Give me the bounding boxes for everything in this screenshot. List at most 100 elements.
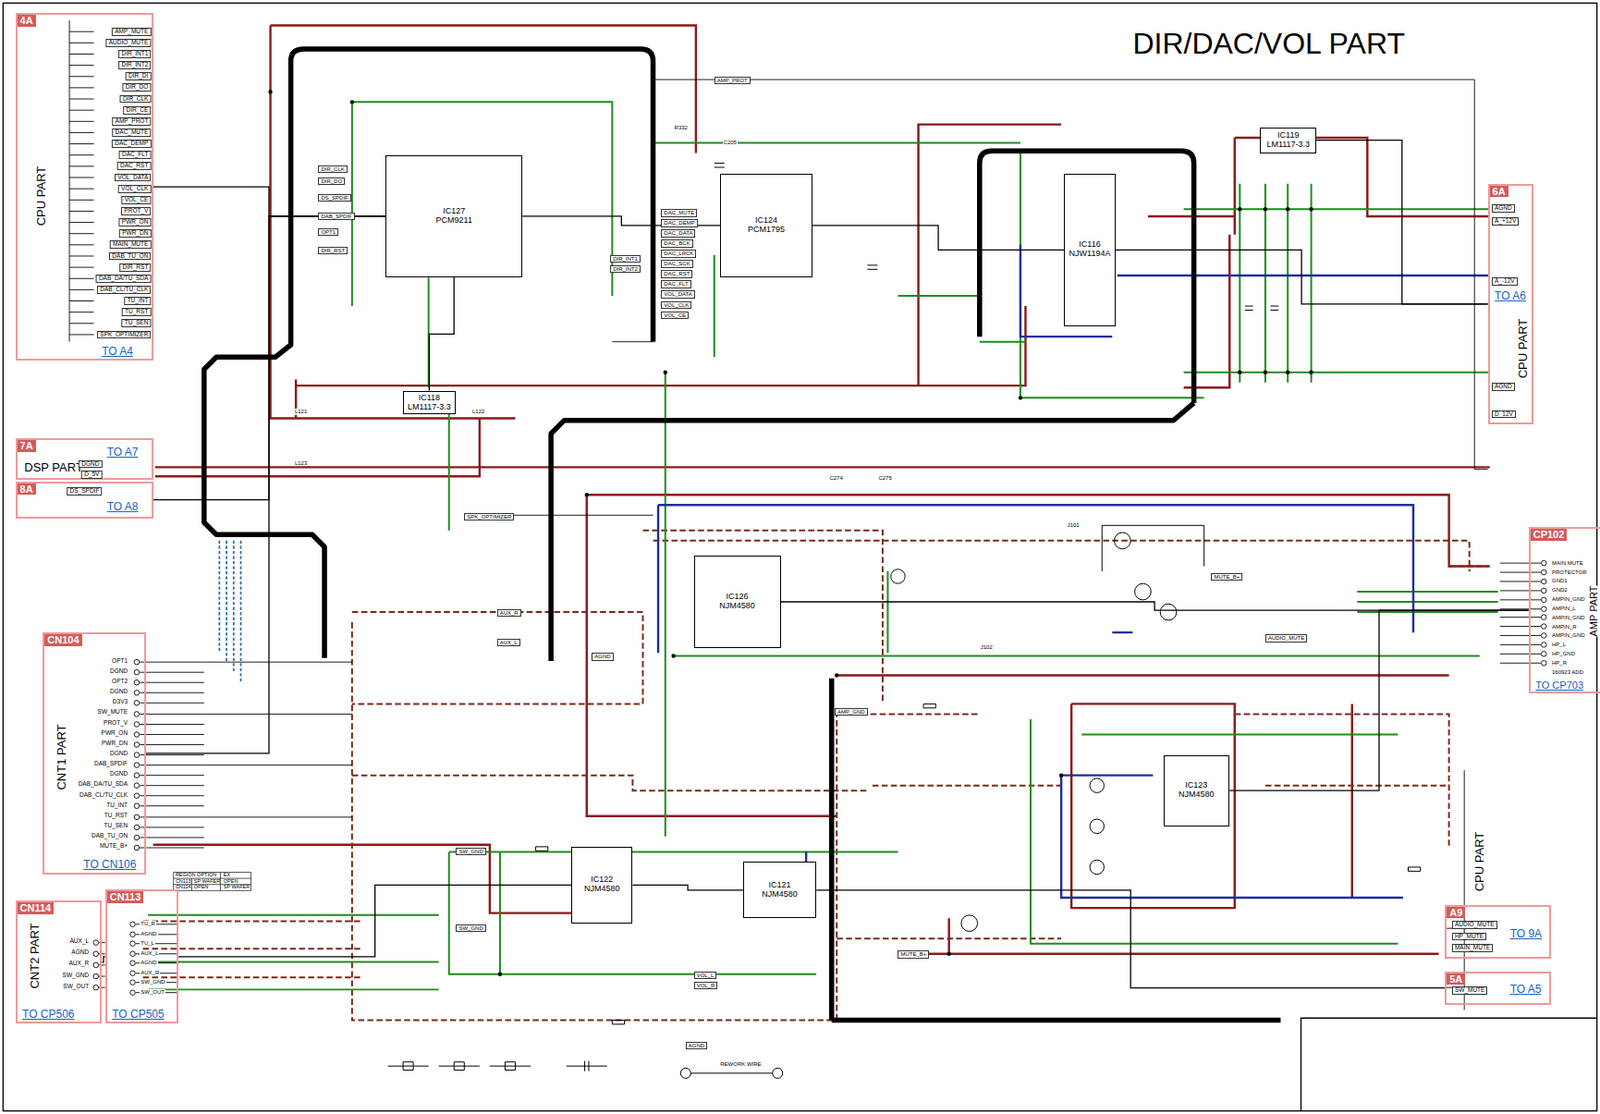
signal-name: AUX_L: [139, 950, 159, 956]
signal-name: HP_GND: [1551, 650, 1576, 657]
wire-connector: [781, 601, 1529, 611]
signal-tag: SW_GND: [455, 847, 486, 855]
table-cell: REGION OPTION: [175, 872, 217, 879]
part-tag: CN113: [107, 891, 145, 904]
signal-tag: TU_SEN: [122, 318, 152, 328]
ic-chip: IC118LM1117-3.3: [403, 390, 456, 416]
wire-connector: [632, 884, 743, 891]
signal-tag: SW_GND: [455, 924, 486, 932]
ic-part-number: NJM4580: [719, 601, 756, 611]
signal-name: AMPIN_L: [1551, 605, 1577, 611]
ic-reference: IC127: [442, 207, 465, 217]
signal-name: SW_GND: [139, 978, 166, 985]
ic-reference: IC116: [1078, 240, 1100, 250]
signal-name: AUX_L: [69, 938, 91, 945]
signal-name: PROTECTOR: [1551, 569, 1588, 575]
link-text: TO CP505: [111, 1008, 164, 1021]
ic-part-number: LM1117-3.3: [1266, 140, 1310, 150]
signal-name: OPT2: [110, 678, 129, 685]
signal-name: AMPIN_GND: [1551, 596, 1587, 602]
signal-tag: AMP_GND: [834, 708, 868, 716]
signal-name: TU_L: [139, 940, 156, 946]
wire-connector: [1115, 249, 1489, 305]
wire-connector: [812, 225, 1065, 250]
signal-tag: DIR_DO: [317, 177, 345, 185]
signal-name: L123: [293, 460, 308, 466]
table-cell: OPEN: [223, 879, 239, 885]
ic-reference: IC121: [768, 880, 791, 891]
ground-plane-outline: [204, 48, 1282, 1021]
signal-name: TU_R: [139, 920, 157, 927]
signal-tag: DIR_RST: [317, 246, 348, 255]
power-wire: [153, 25, 1491, 954]
signal-tag: VOL_L: [694, 971, 718, 979]
table-cell: SP WAFER: [223, 884, 250, 891]
signal-name: TU_SEN: [102, 822, 129, 830]
ic-part-number: PCM9211: [436, 216, 473, 226]
diagram-title: DIR/DAC/VOL PART: [1132, 27, 1405, 61]
signal-tag: D_12V: [1491, 410, 1516, 419]
signal-tag: TU_INT: [124, 296, 152, 306]
ic-chip: IC126NJM4580: [694, 555, 782, 648]
signal-tag: AUDIO_MUTE: [1452, 920, 1498, 929]
signal-tag: AGND: [591, 652, 613, 660]
ic-chip: IC123NJM4580: [1163, 755, 1231, 827]
link-text: TO CP506: [22, 1008, 74, 1021]
signal-tag: AGND: [1491, 382, 1515, 391]
wire-connector: [146, 216, 387, 754]
signal-tag: DAC_RST: [660, 269, 693, 278]
link-text: TO A5: [1510, 983, 1542, 996]
signal-name: PWR_DN: [100, 740, 129, 747]
signal-name: DAB_TU_ON: [90, 832, 129, 840]
signal-name: AGND: [70, 949, 90, 956]
signal-tag: DAB_DA/TU_SDA: [96, 274, 151, 283]
signal-tag: A_-12V: [1491, 277, 1518, 286]
part-tag: CP102: [1530, 528, 1568, 541]
signal-name: C205: [722, 139, 738, 146]
table-cell: CN113: [175, 879, 192, 885]
ic-reference: IC122: [590, 875, 613, 885]
table-cell: EX: [223, 872, 231, 879]
signal-tag: SW_MUTE: [1452, 986, 1489, 995]
signal-tag: DAB_TU_ON: [109, 252, 151, 261]
signal-tag: DAC_BCK: [660, 239, 693, 247]
ic-part-number: NJW1194A: [1069, 249, 1112, 259]
part-tag: CN104: [44, 634, 82, 647]
signal-tag: TU_RST: [122, 307, 151, 317]
signal-tag: DAC_MUTE: [660, 208, 697, 217]
signal-tag: DAC_DEMP: [111, 139, 151, 148]
ic-chip: IC124PCM1795: [720, 173, 812, 279]
ic-reference: IC118: [418, 393, 440, 404]
signal-name: L122: [471, 408, 486, 415]
signal-name: AGND: [139, 930, 158, 937]
signal-tag: DAC_LRCK: [660, 249, 697, 257]
signal-name: DGND: [109, 750, 129, 758]
signal-name: AUX_R: [139, 969, 160, 976]
signal-name: AMPIN_GND: [1551, 632, 1587, 638]
signal-name: MAIN MUTE: [1551, 560, 1585, 566]
ic-chip: IC119LM1117-3.3: [1259, 127, 1317, 154]
signal-tag: DAC_MUTE: [112, 128, 152, 137]
signal-name: GND2: [1551, 586, 1569, 593]
signal-tag: AUX_R: [497, 609, 522, 617]
part-tag: 7A: [17, 439, 37, 452]
signal-name: D3V3: [111, 698, 129, 706]
signal-name: HP_L: [1551, 641, 1567, 648]
signal-name: TU_INT: [105, 802, 129, 809]
signal-tag: AMP_PROT: [112, 117, 152, 126]
signal-name: DAB_DA/TU_SDA: [77, 781, 129, 788]
region-table-grid: [173, 871, 252, 891]
signal-name: AGND: [139, 959, 158, 965]
signal-tag: MAIN_MUTE: [1452, 943, 1493, 953]
signal-tag: PWR_ON: [119, 218, 152, 227]
signal-tag: DS_SPDIF: [317, 194, 351, 202]
signal-tag: MAIN_MUTE: [109, 240, 151, 249]
ic-reference: IC126: [726, 592, 749, 602]
signal-name: TU_RST: [103, 812, 129, 819]
section-title: DSP PART: [24, 461, 84, 474]
part-tag: 8A: [17, 483, 37, 496]
signal-tag: VOL_CLK: [118, 184, 151, 194]
